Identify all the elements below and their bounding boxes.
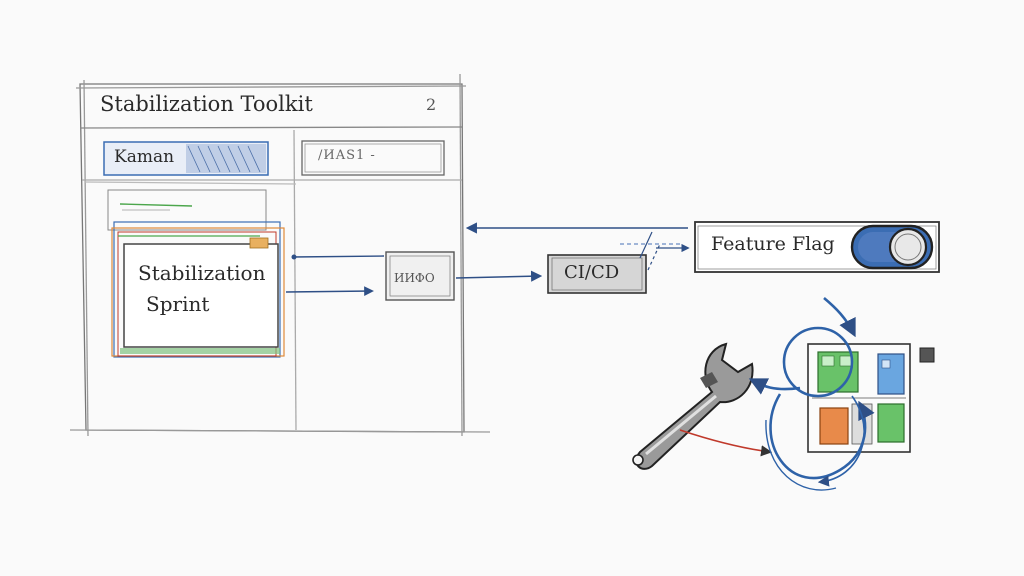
stabilization-sprint-card[interactable]: Stabilization Sprint [138,258,268,320]
card-stack [107,189,285,358]
cycle-arrows [748,297,875,491]
toolkit-window [69,73,491,437]
page-number: 2 [426,95,437,114]
mini-card-label: ИИФО [394,271,435,285]
toolkit-title: Stabilization Toolkit [100,92,313,116]
dashboard-grid-icon [807,343,935,453]
sprint-label-line2: Sprint [146,292,210,316]
arrow-to-cicd [455,270,543,282]
search-field [301,140,445,176]
search-field-text[interactable]: /ИAS1 - [318,148,376,163]
cicd-box [547,254,647,294]
feature-flag-label: Feature Flag [711,233,835,255]
cicd-label: CI/CD [564,262,620,283]
kanban-tab-label[interactable]: Kaman [114,147,175,167]
wrench-icon [632,342,754,470]
kanban-tab [103,141,269,176]
toggle-switch-icon [850,224,934,270]
card-connectors [285,254,385,296]
sprint-label-line1: Stabilization [138,261,266,285]
cicd-to-flag-connector [620,231,690,271]
red-connector [679,429,773,457]
mini-card [385,251,455,301]
